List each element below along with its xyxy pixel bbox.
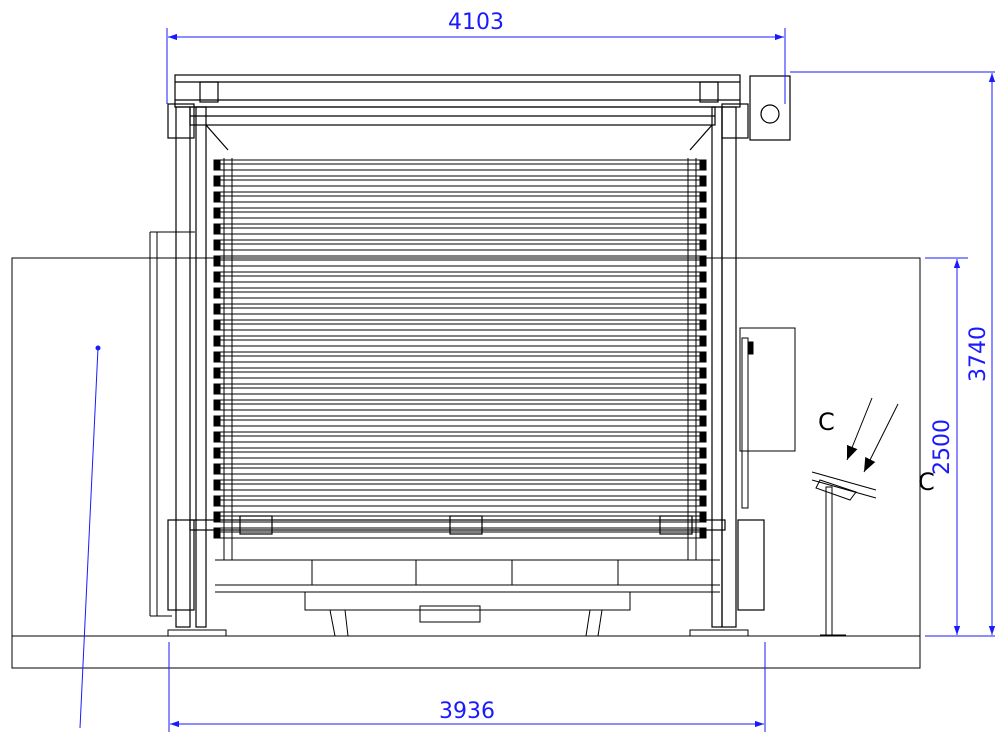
shelf-bracket-right: [699, 303, 707, 315]
shelf-bracket-right: [699, 479, 707, 491]
left-housing: [149, 231, 195, 617]
shelf-stack: [213, 159, 707, 539]
shelf-tray: [213, 207, 707, 219]
shelf-bracket-right: [699, 175, 707, 187]
shelf-bracket-left: [213, 271, 221, 283]
section-arrows: [846, 397, 899, 473]
shelf-bracket-left: [213, 335, 221, 347]
dimension-label-overall-height: 3740: [966, 326, 991, 382]
shelf-tray: [213, 239, 707, 251]
dimension-base-width: [168, 642, 766, 732]
shelf-tray: [213, 463, 707, 475]
shelf-bracket-left: [213, 303, 221, 315]
shelf-bracket-right: [699, 191, 707, 203]
shelf-tray: [213, 495, 707, 507]
lower-beam: [167, 515, 765, 611]
shelf-tray: [213, 287, 707, 299]
shelf-bracket-left: [213, 351, 221, 363]
shelf-bracket-left: [213, 431, 221, 443]
shelf-bracket-left: [213, 463, 221, 475]
shelf-bracket-left: [213, 383, 221, 395]
shelf-bracket-right: [699, 431, 707, 443]
shelf-bracket-left: [213, 319, 221, 331]
shelf-bracket-left: [213, 287, 221, 299]
shelf-tray: [213, 399, 707, 411]
dimension-overall-width: [166, 28, 786, 104]
main-frame: [167, 74, 791, 628]
shelf-bracket-right: [699, 319, 707, 331]
shelf-tray: [213, 447, 707, 459]
shelf-bracket-left: [213, 415, 221, 427]
shelf-tray: [213, 223, 707, 235]
shelf-tray: [213, 335, 707, 347]
shelf-bracket-left: [213, 223, 221, 235]
shelf-bracket-left: [213, 367, 221, 379]
shelf-tray: [213, 159, 707, 171]
shelf-tray: [213, 303, 707, 315]
shelf-tray: [213, 271, 707, 283]
shelf-bracket-right: [699, 463, 707, 475]
shelf-bracket-left: [213, 527, 221, 539]
shelf-bracket-right: [699, 527, 707, 539]
shelf-bracket-left: [213, 447, 221, 459]
shelf-bracket-left: [213, 191, 221, 203]
shelf-tray: [213, 383, 707, 395]
shelf-bracket-left: [213, 175, 221, 187]
shelf-tray: [213, 415, 707, 427]
dimension-overall-height: [790, 71, 995, 637]
shelf-tray: [213, 351, 707, 363]
base-platform: [11, 257, 921, 669]
section-mark-lower: C: [918, 468, 935, 496]
shelf-tray: [213, 175, 707, 187]
bottom-carriage: [167, 559, 749, 637]
shelf-tray: [213, 431, 707, 443]
shelf-bracket-right: [699, 447, 707, 459]
dimension-label-base-width: 3936: [439, 699, 495, 724]
shelf-bracket-right: [699, 367, 707, 379]
shelf-bracket-right: [699, 239, 707, 251]
shelf-bracket-right: [699, 223, 707, 235]
shelf-tray: [213, 479, 707, 491]
shelf-tray: [213, 367, 707, 379]
shelf-bracket-right: [699, 415, 707, 427]
shelf-bracket-right: [699, 511, 707, 523]
shelf-bracket-right: [699, 207, 707, 219]
shelf-tray: [213, 191, 707, 203]
shelf-bracket-right: [699, 399, 707, 411]
shelf-bracket-left: [213, 159, 221, 171]
guide-rails: [223, 158, 697, 560]
dimension-label-overall-width: 4103: [448, 10, 504, 35]
shelf-bracket-right: [699, 159, 707, 171]
shelf-tray: [213, 319, 707, 331]
shelf-bracket-right: [699, 335, 707, 347]
shelf-bracket-left: [213, 511, 221, 523]
shelf-bracket-right: [699, 255, 707, 267]
shelf-bracket-left: [213, 495, 221, 507]
shelf-bracket-right: [699, 383, 707, 395]
shelf-bracket-right: [699, 495, 707, 507]
shelf-bracket-right: [699, 271, 707, 283]
dimension-platform-height: [925, 257, 968, 637]
section-mark-upper: C: [818, 408, 835, 436]
shelf-bracket-left: [213, 207, 221, 219]
shelf-bracket-right: [699, 287, 707, 299]
shelf-bracket-left: [213, 479, 221, 491]
shelf-bracket-left: [213, 255, 221, 267]
dimension-label-platform-height: 2500: [930, 419, 955, 475]
control-box: [739, 327, 796, 509]
control-stand: [811, 471, 877, 636]
shelf-bracket-left: [213, 239, 221, 251]
shelf-bracket-left: [213, 399, 221, 411]
leader-line: [79, 345, 101, 729]
shelf-bracket-right: [699, 351, 707, 363]
